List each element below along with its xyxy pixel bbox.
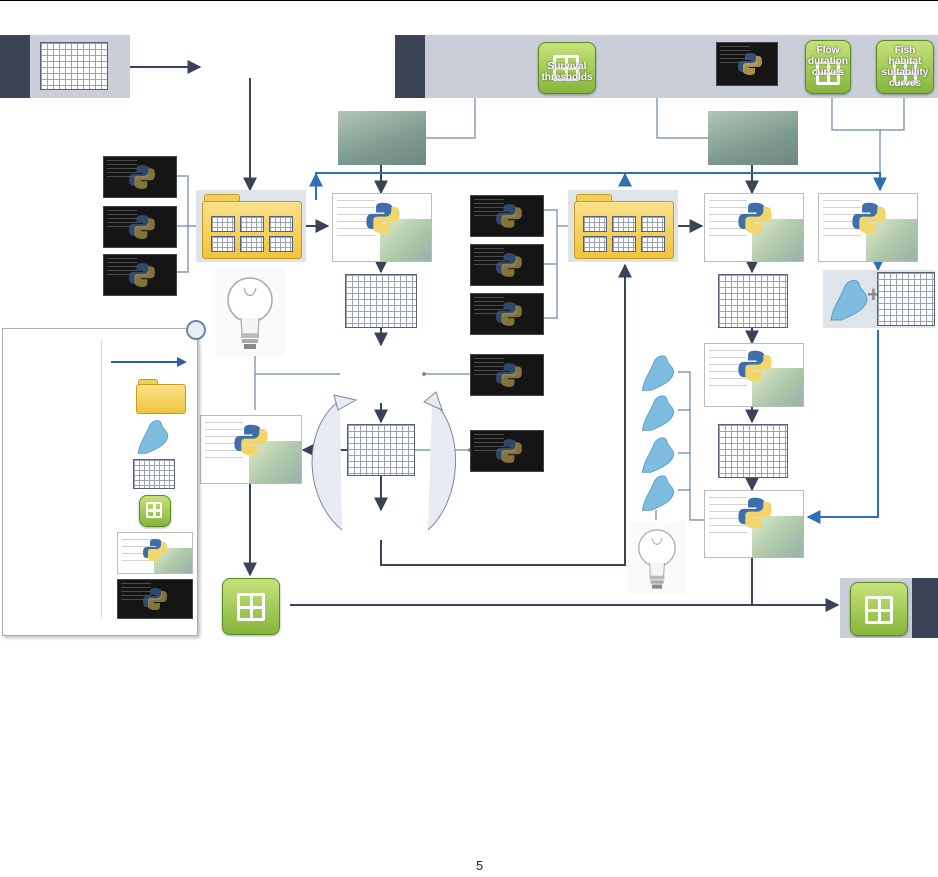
- legend-corner-circle: [186, 320, 206, 340]
- output-spreadsheet-left: [222, 578, 280, 635]
- python-terminal-icon: [117, 579, 193, 619]
- python-script-window: [704, 490, 804, 558]
- top-rule: [0, 0, 938, 1]
- python-logo-icon: [738, 202, 772, 234]
- lake-shape-icon: [641, 355, 675, 391]
- lake-shape-icon: [641, 395, 675, 431]
- arrow-icon: [111, 357, 187, 367]
- python-logo-icon: [852, 202, 886, 234]
- side-tab-output: [912, 578, 938, 638]
- spreadsheet-icon: [865, 596, 893, 624]
- output-spreadsheet-right: [850, 582, 908, 636]
- lightbulb-icon: [215, 268, 285, 356]
- folder-tab: [576, 194, 612, 203]
- python-terminal-icon: [103, 206, 177, 248]
- raster-grid-icon: [718, 424, 788, 478]
- python-logo-icon: [738, 53, 762, 75]
- python-script-window: [704, 343, 804, 407]
- side-tab-right: [395, 35, 425, 98]
- lake-shape-icon: [641, 475, 675, 511]
- spreadsheet-icon: [553, 55, 579, 81]
- folder-icon: [574, 201, 674, 259]
- raster-grid-icon: [877, 272, 935, 326]
- raster-grid-icon: [347, 424, 415, 476]
- input-band-right: [395, 35, 938, 98]
- fish-habitat-curves-spreadsheet: Fish habitat suitability curves: [876, 40, 934, 94]
- river-photo-2: [708, 111, 798, 165]
- python-terminal-icon: [470, 244, 544, 286]
- python-script-window: [704, 193, 804, 262]
- folder-icon: [202, 201, 302, 259]
- python-script-window: [818, 193, 918, 262]
- survival-thresholds-label: Survival thresholds: [541, 61, 593, 83]
- raster-grid-icon: [718, 274, 788, 328]
- page-number: 5: [476, 858, 484, 873]
- flow-duration-curves-spreadsheet: Flow duration curves: [805, 40, 851, 94]
- python-terminal-icon: [470, 293, 544, 335]
- python-terminal-icon: [103, 254, 177, 296]
- flow-duration-curves-label: Flow duration curves: [808, 45, 848, 78]
- legend: [2, 328, 198, 636]
- python-script-window: [332, 193, 432, 262]
- python-script-window: [200, 415, 302, 484]
- python-terminal-icon: [470, 430, 544, 472]
- python-logo-icon: [738, 497, 772, 529]
- lake-plus-grid-panel: +: [823, 270, 935, 328]
- plus-icon: +: [867, 282, 880, 307]
- python-terminal-icon: [470, 195, 544, 237]
- python-logo-icon: [738, 350, 772, 382]
- python-logo-icon: [366, 202, 400, 234]
- python-script-icon: [117, 532, 193, 574]
- placeholder-line: [346, 530, 422, 532]
- survival-thresholds-spreadsheet: Survival thresholds: [538, 42, 596, 94]
- python-terminal-icon: [716, 42, 778, 86]
- raster-grid-icon: [40, 42, 108, 90]
- spreadsheet-icon: [816, 61, 840, 85]
- river-photo-1: [338, 111, 426, 165]
- lake-shape-icon: [137, 420, 169, 454]
- placeholder-line: [210, 68, 290, 70]
- lake-shape-icon: [830, 279, 868, 321]
- intermediate-folder-panel: [568, 190, 678, 262]
- raster-grid-icon: [133, 459, 175, 489]
- folder-icon: [136, 384, 186, 414]
- spreadsheet-icon: [139, 495, 171, 527]
- side-tab-left: [0, 35, 30, 98]
- spreadsheet-icon: [893, 61, 917, 85]
- legend-divider: [101, 339, 102, 619]
- spreadsheet-icon: [237, 593, 265, 621]
- placeholder-line: [346, 372, 422, 374]
- raster-grid-icon: [345, 274, 417, 328]
- python-terminal-icon: [470, 354, 544, 396]
- lake-shape-icon: [641, 437, 675, 473]
- python-terminal-icon: [103, 156, 177, 198]
- python-logo-icon: [234, 424, 268, 456]
- fish-habitat-curves-label: Fish habitat suitability curves: [881, 45, 929, 89]
- lightbulb-icon: [628, 521, 686, 595]
- input-folder-panel: [196, 190, 306, 262]
- folder-tab: [204, 194, 240, 203]
